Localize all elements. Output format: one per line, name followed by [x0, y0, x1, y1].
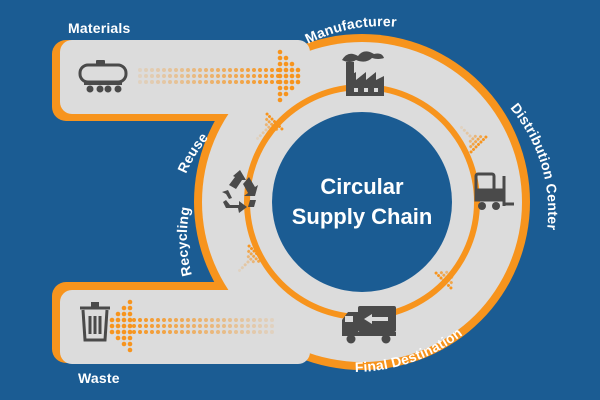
trash-bin-icon	[80, 302, 110, 342]
delivery-truck-icon	[342, 306, 396, 344]
label-materials: Materials	[68, 20, 131, 36]
center-title-line1: Circular	[320, 174, 404, 199]
recycle-icon	[222, 170, 258, 213]
center-title-line2: Supply Chain	[292, 204, 433, 229]
flow-arrow-manufacturer-to-distribution	[460, 126, 488, 154]
forklift-icon	[474, 172, 514, 210]
flow-arrow-recycling-to-reuse	[238, 244, 266, 272]
label-recycling: Recycling	[174, 205, 195, 278]
factory-icon	[342, 51, 384, 96]
label-waste: Waste	[78, 370, 120, 386]
center-disc	[272, 112, 452, 292]
flow-arrow-materials-to-manufacturer	[138, 49, 301, 103]
flow-arrow-destination-to-waste	[109, 299, 274, 353]
tank-wagon-icon	[78, 60, 128, 93]
flow-arrow-distribution-to-destination	[434, 262, 462, 290]
flow-arrow-reuse-to-manufacturer	[256, 112, 284, 140]
